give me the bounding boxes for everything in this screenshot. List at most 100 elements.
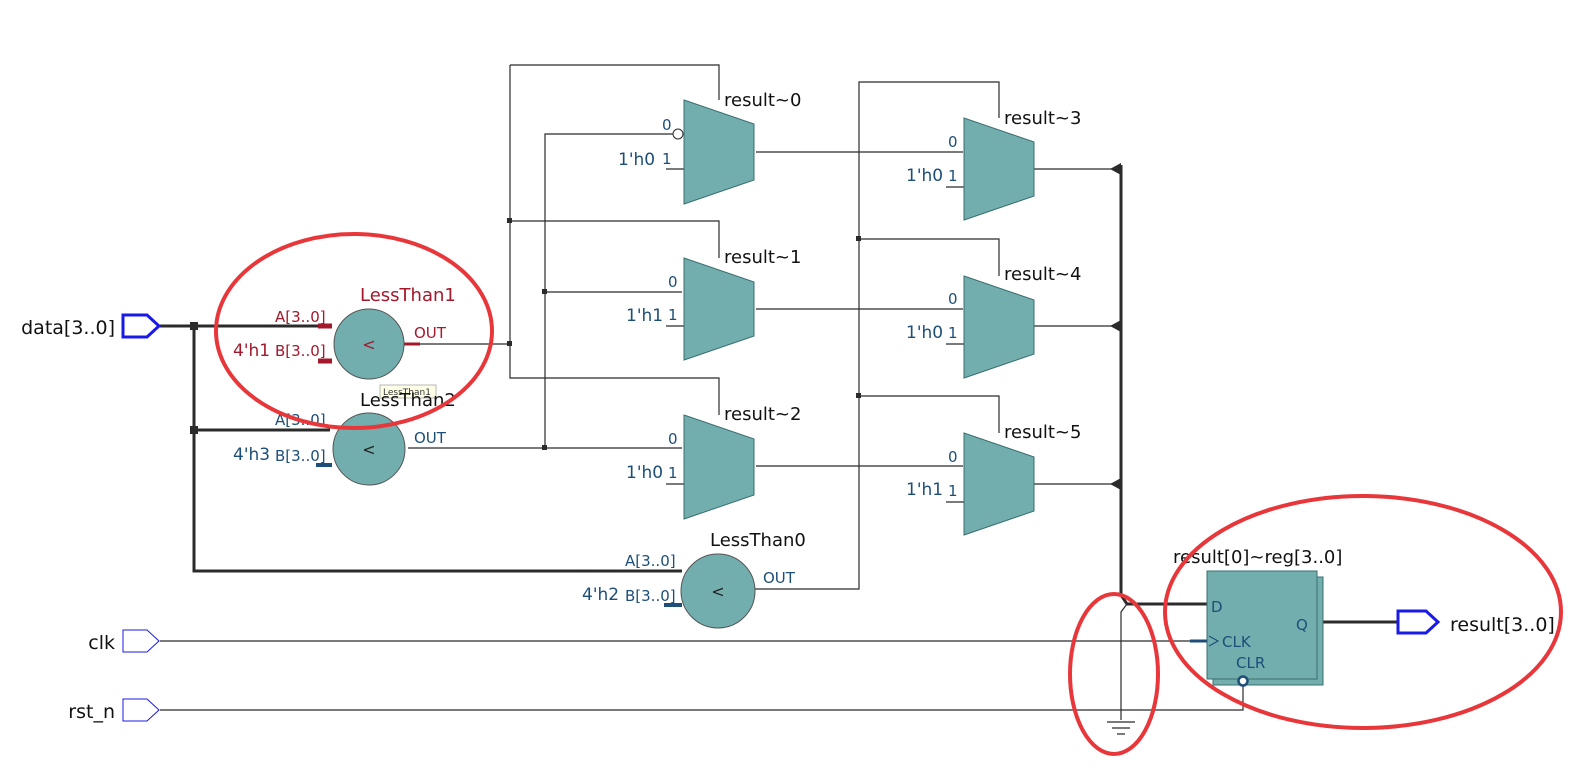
tooltip-text: LessThan1 — [383, 388, 431, 398]
register-clk-pin: CLK — [1222, 633, 1252, 651]
annotation-ellipse-lessthan1 — [214, 232, 494, 430]
ground-icon — [1107, 721, 1135, 735]
lessthan0-b-pin: B[3..0] — [625, 587, 676, 605]
less-than-symbol: < — [362, 335, 375, 354]
mux-body[interactable] — [963, 432, 1035, 536]
tooltip-box — [379, 384, 437, 399]
junction-dot — [856, 236, 861, 241]
result-output-port-icon[interactable] — [1396, 609, 1441, 635]
lt0-sel4-wire — [859, 238, 1000, 276]
data-bus-trunk — [192, 326, 682, 573]
gnd-wire — [1120, 603, 1128, 720]
junction-dot — [507, 218, 512, 223]
mux-result-0[interactable]: result~0 0 1 1'h0 — [618, 90, 801, 205]
bus-tap-arrow — [1110, 163, 1121, 175]
rst-wire — [160, 686, 1244, 711]
clk-port-label: clk — [88, 632, 115, 654]
lessthan1-b-pin: B[3..0] — [275, 342, 326, 360]
mux4-const: 1'h0 — [906, 323, 943, 343]
register-q-pin: Q — [1296, 616, 1308, 634]
junction-dot — [542, 445, 547, 450]
mux5-in0: 0 — [948, 448, 958, 466]
lt1-sel0-wire — [510, 64, 720, 100]
mux1-name: result~1 — [724, 247, 801, 268]
result-bus-wire — [1119, 165, 1207, 606]
lt1-sel1-wire — [510, 220, 720, 258]
annotations — [214, 232, 1563, 756]
clk-input-port-icon[interactable] — [122, 629, 160, 653]
lessthan1-out-pin: OUT — [414, 324, 447, 342]
lessthan2-name: LessThan2 — [360, 390, 456, 411]
mux-body[interactable] — [683, 257, 755, 361]
mux0-const: 1'h0 — [618, 150, 655, 170]
mux0-in1: 1 — [662, 150, 672, 168]
register-clr-pin: CLR — [1236, 654, 1265, 672]
bus-tap-arrow — [1110, 320, 1121, 332]
comparator-body[interactable] — [332, 412, 406, 486]
register-name: result[0]~reg[3..0] — [1173, 547, 1342, 568]
result-port-label: result[3..0] — [1450, 614, 1555, 636]
annotation-ellipse-ground — [1068, 592, 1160, 756]
clr-invert-bubble-icon — [1237, 675, 1249, 687]
register-result-reg[interactable]: result[0]~reg[3..0] D CLK CLR Q — [1173, 547, 1342, 687]
mux0-name: result~0 — [724, 90, 801, 111]
lessthan1-b-const: 4'h1 — [233, 341, 270, 361]
lessthan2-out-pin: OUT — [414, 429, 447, 447]
lt0-trunk — [755, 81, 1000, 590]
mux-body[interactable] — [683, 99, 755, 205]
junction-dot — [542, 289, 547, 294]
register-body[interactable] — [1206, 570, 1318, 680]
comparator-body[interactable] — [333, 308, 405, 380]
mux2-name: result~2 — [724, 404, 801, 425]
lessthan0-a-pin: A[3..0] — [625, 552, 676, 570]
mux-result-1[interactable]: result~1 0 1 1'h1 — [626, 247, 801, 361]
data-input-port-icon[interactable] — [121, 313, 162, 339]
data-port-label: data[3..0] — [21, 317, 115, 339]
junction-dot — [507, 341, 512, 346]
mux2-in1: 1 — [668, 464, 678, 482]
bus-junction — [190, 426, 198, 434]
comparator-lessthan2[interactable]: LessThan2 < A[3..0] B[3..0] 4'h3 OUT — [233, 390, 456, 486]
annotation-ellipse-register — [1163, 494, 1563, 730]
mux-result-4[interactable]: result~4 0 1 1'h0 — [906, 264, 1081, 379]
register-d-pin: D — [1211, 598, 1223, 616]
io-ports: data[3..0] clk rst_n result[3..0] — [21, 313, 1555, 723]
lessthan1-a-pin: A[3..0] — [275, 308, 326, 326]
comparator-lessthan0[interactable]: LessThan0 < A[3..0] B[3..0] 4'h2 OUT — [582, 530, 806, 629]
comparator-lessthan1[interactable]: < LessThan1 A[3..0] B[3..0] 4'h1 OUT Les… — [233, 285, 456, 399]
mux3-in1: 1 — [948, 167, 958, 185]
lessthan0-name: LessThan0 — [710, 530, 806, 551]
mux-result-2[interactable]: result~2 0 1 1'h0 — [626, 404, 801, 520]
bus-tap-arrow — [1110, 478, 1121, 490]
mux3-const: 1'h0 — [906, 166, 943, 186]
junction-dot — [856, 393, 861, 398]
lessthan1-name: LessThan1 — [360, 285, 456, 306]
mux4-in0: 0 — [948, 290, 958, 308]
less-than-symbol: < — [711, 582, 724, 601]
mux-body[interactable] — [963, 275, 1035, 379]
lt0-sel5-wire — [859, 395, 1000, 433]
lessthan2-b-pin: B[3..0] — [275, 447, 326, 465]
comparator-body[interactable] — [680, 553, 756, 629]
bus-junction — [190, 322, 198, 330]
rst-port-label: rst_n — [68, 701, 115, 723]
wires — [160, 64, 1398, 735]
mux3-name: result~3 — [1004, 108, 1081, 129]
mux4-name: result~4 — [1004, 264, 1081, 285]
mux-body[interactable] — [963, 117, 1035, 221]
mux2-in0: 0 — [668, 430, 678, 448]
mux1-in1: 1 — [668, 306, 678, 324]
mux4-in1: 1 — [948, 324, 958, 342]
invert-bubble-icon — [672, 128, 684, 140]
mux-body[interactable] — [683, 414, 755, 520]
mux1-const: 1'h1 — [626, 306, 663, 326]
mux5-name: result~5 — [1004, 422, 1081, 443]
mux-result-3[interactable]: result~3 0 1 1'h0 — [906, 108, 1081, 221]
mux-result-5[interactable]: result~5 0 1 1'h1 — [906, 422, 1081, 536]
rst-input-port-icon[interactable] — [122, 698, 160, 722]
lessthan0-out-pin: OUT — [763, 569, 796, 587]
lessthan2-b-const: 4'h3 — [233, 445, 270, 465]
lessthan0-b-const: 4'h2 — [582, 585, 619, 605]
less-than-symbol: < — [362, 440, 375, 459]
